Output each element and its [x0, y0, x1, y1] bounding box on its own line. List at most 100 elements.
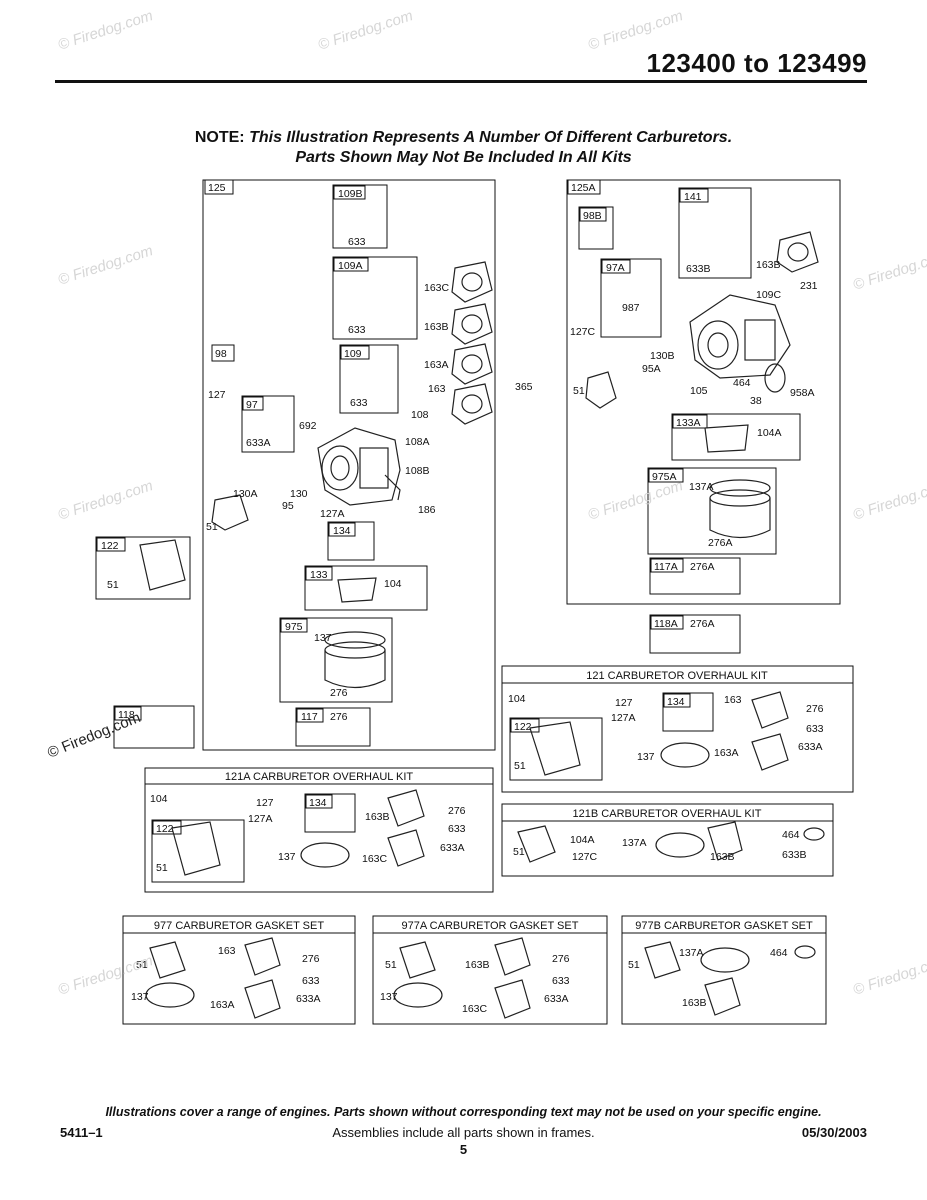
- kit-part: 163B: [465, 959, 490, 971]
- callout: 97A: [606, 262, 625, 274]
- kit-part: 276: [448, 805, 466, 817]
- kit-frame-121B: [501, 803, 834, 877]
- kit-part: 163A: [714, 747, 739, 759]
- kit-977-title: 977 CARBURETOR GASKET SET: [154, 920, 324, 932]
- callout: 130A: [233, 488, 258, 500]
- watermark: © Firedog.com: [586, 7, 685, 54]
- callout: 137A: [689, 481, 714, 493]
- watermark: © Firedog.com: [586, 477, 685, 524]
- header-rule: [55, 80, 867, 83]
- kit-part: 127A: [611, 712, 636, 724]
- callout: 95A: [642, 363, 661, 375]
- callout: 975A: [652, 471, 677, 483]
- kit-frame-977: [122, 915, 356, 1025]
- kit-part: 51: [514, 760, 526, 772]
- watermark: © Firedog.com: [316, 7, 415, 54]
- callout: 133: [310, 569, 328, 581]
- kit-part: 137A: [622, 837, 647, 849]
- callout: 98: [215, 348, 227, 360]
- kit-part: 163C: [462, 1003, 488, 1015]
- callout: 692: [299, 420, 317, 432]
- kit-frame-121: [501, 665, 854, 793]
- kit-part: 464: [782, 829, 800, 841]
- callouts-left: 109B 633 109A 633 163C 163B 163A 163 98 …: [107, 188, 450, 723]
- callout: 276A: [708, 537, 733, 549]
- kit-part: 137A: [679, 947, 704, 959]
- callout: 633: [348, 236, 366, 248]
- callout: 163A: [424, 359, 449, 371]
- carburetor-body-left: [317, 427, 401, 506]
- callout: 109A: [338, 260, 363, 272]
- callout: 118A: [654, 618, 678, 630]
- kit-part: 633: [448, 823, 466, 835]
- callout: 633B: [686, 263, 711, 275]
- kit-part: 137: [637, 751, 655, 763]
- kit-part: 163: [218, 945, 236, 957]
- callout: 108B: [405, 465, 430, 477]
- callout: 276: [330, 687, 348, 699]
- callout: 163: [428, 383, 446, 395]
- frame-122: [95, 536, 191, 600]
- kit-part: 276: [552, 953, 570, 965]
- kit-121B-title: 121B CARBURETOR OVERHAUL KIT: [573, 808, 762, 820]
- kit-part: 633B: [782, 849, 807, 861]
- kit-part: 163B: [365, 811, 390, 823]
- callout: 133A: [676, 417, 701, 429]
- note-line-2: Parts Shown May Not Be Included In All K…: [295, 149, 632, 166]
- kit-part: 163A: [210, 999, 235, 1011]
- frame-125: [202, 179, 496, 751]
- callout: 276: [330, 711, 348, 723]
- watermark-dark: © Firedog.com: [45, 709, 143, 762]
- kit-part: 104A: [570, 834, 595, 846]
- callout: 117: [301, 711, 318, 723]
- callout: 38: [750, 395, 762, 407]
- watermark: © Firedog.com: [56, 7, 155, 54]
- kit-frame-977B: [621, 915, 827, 1025]
- kit-part: 163: [724, 694, 742, 706]
- watermark: © Firedog.com: [851, 952, 927, 999]
- callout: 633: [348, 324, 366, 336]
- callouts-right: 98B 141 633B 163B 231 97A 109C 987 127C …: [515, 191, 818, 630]
- kit-frame-977A: [372, 915, 608, 1025]
- kit-part: 122: [514, 721, 532, 733]
- callout: 137: [314, 632, 332, 644]
- kit-part: 51: [513, 846, 525, 858]
- watermark: © Firedog.com: [851, 477, 927, 524]
- kit-121-title: 121 CARBURETOR OVERHAUL KIT: [586, 670, 768, 682]
- callout: 141: [684, 191, 702, 203]
- frame-label-118: 118: [118, 709, 135, 721]
- callout: 365: [515, 381, 533, 393]
- kit-part: 633A: [798, 741, 823, 753]
- kit-part: 163B: [710, 851, 735, 863]
- note-line-1: NOTE: This Illustration Represents A Num…: [0, 129, 927, 147]
- callout: 130B: [650, 350, 675, 362]
- model-range-header: 123400 to 123499: [646, 48, 867, 78]
- kit-part: 127: [256, 797, 274, 809]
- callout: 134: [333, 525, 351, 537]
- kit-part: 122: [156, 823, 174, 835]
- kit-part: 137: [380, 991, 398, 1003]
- kit-part: 51: [385, 959, 397, 971]
- kit-977B-title: 977B CARBURETOR GASKET SET: [635, 920, 813, 932]
- callout: 97: [246, 399, 258, 411]
- footer-disclaimer: Illustrations cover a range of engines. …: [105, 1105, 822, 1119]
- callout: 108A: [405, 436, 430, 448]
- note-lead: NOTE:: [194, 129, 245, 146]
- callout: 127A: [320, 508, 345, 520]
- callout: 958A: [790, 387, 815, 399]
- callout: 109: [344, 348, 362, 360]
- callout: 109C: [756, 289, 782, 301]
- callout: 464: [733, 377, 751, 389]
- callout: 127C: [570, 326, 596, 338]
- kit-part: 633: [302, 975, 320, 987]
- callout: 276A: [690, 561, 715, 573]
- kit-part: 134: [309, 797, 327, 809]
- callout: 104A: [757, 427, 782, 439]
- kit-part: 633A: [296, 993, 321, 1005]
- note-text-1: This Illustration Represents A Number Of…: [249, 129, 733, 146]
- callout: 163B: [756, 259, 781, 271]
- callout: 163C: [424, 282, 450, 294]
- frame-label-122: 122: [101, 540, 119, 552]
- callout: 276A: [690, 618, 715, 630]
